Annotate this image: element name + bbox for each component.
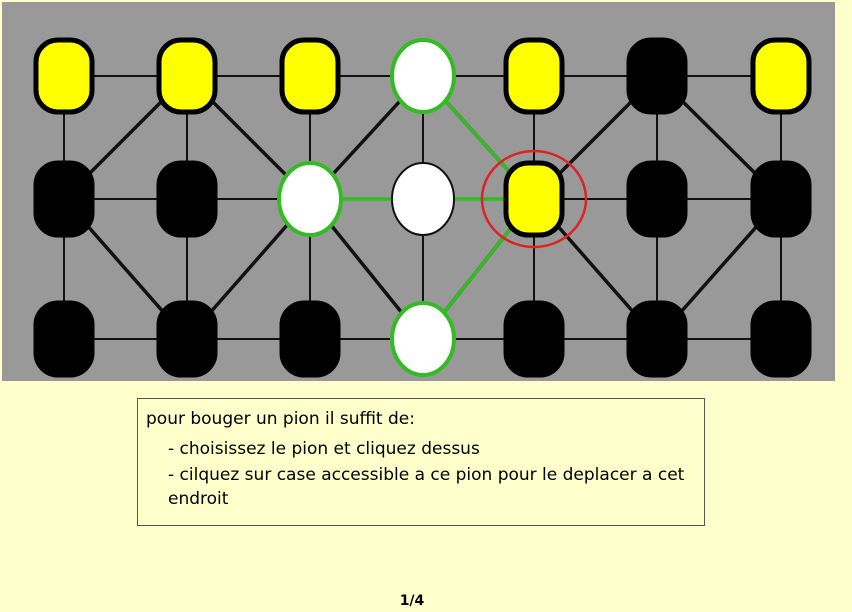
yellow-piece[interactable]	[156, 37, 218, 115]
black-piece[interactable]	[279, 300, 341, 378]
black-piece[interactable]	[33, 160, 95, 238]
black-piece[interactable]	[156, 300, 218, 378]
game-board	[2, 2, 835, 381]
black-piece[interactable]	[626, 300, 688, 378]
yellow-piece[interactable]	[503, 160, 565, 238]
black-piece[interactable]	[626, 160, 688, 238]
instructions-box: pour bouger un pion il suffit de: - choi…	[137, 398, 705, 526]
yellow-piece[interactable]	[503, 37, 565, 115]
accessible-cell[interactable]	[277, 161, 343, 237]
instructions-step-2: - cilquez sur case accessible a ce pion …	[168, 465, 685, 509]
instructions-step-1: - choisissez le pion et cliquez dessus	[168, 439, 480, 459]
selection-ring	[480, 149, 588, 249]
empty-cell[interactable]	[391, 162, 455, 236]
black-piece[interactable]	[156, 160, 218, 238]
black-piece[interactable]	[626, 37, 688, 115]
board-pieces	[33, 37, 812, 378]
yellow-piece[interactable]	[33, 37, 95, 115]
black-piece[interactable]	[503, 300, 565, 378]
black-piece[interactable]	[33, 300, 95, 378]
yellow-piece[interactable]	[279, 37, 341, 115]
accessible-cell[interactable]	[390, 38, 456, 114]
page-indicator: 1/4	[399, 593, 425, 609]
black-piece[interactable]	[750, 160, 812, 238]
accessible-cell[interactable]	[390, 301, 456, 377]
yellow-piece[interactable]	[750, 37, 812, 115]
instructions-intro: pour bouger un pion il suffit de:	[146, 409, 415, 429]
black-piece[interactable]	[750, 300, 812, 378]
